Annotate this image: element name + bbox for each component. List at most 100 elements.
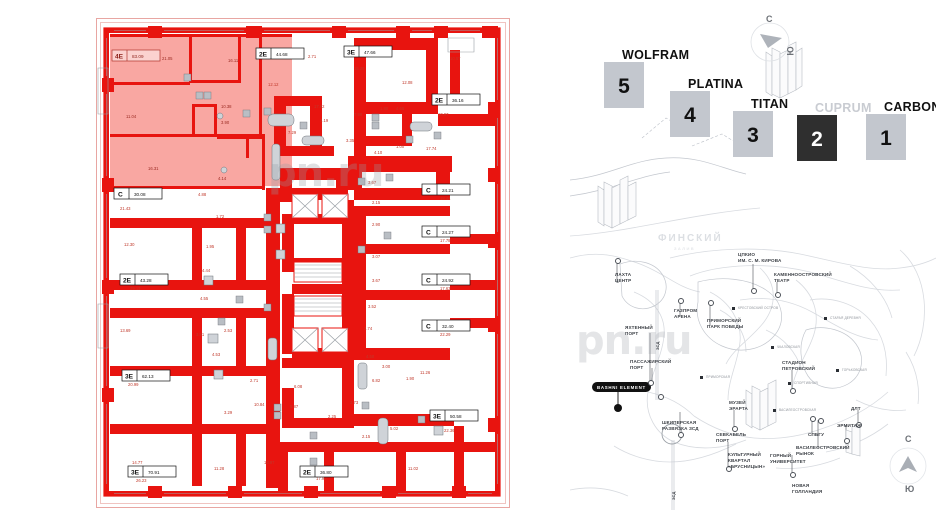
svg-text:3.29: 3.29 (224, 410, 233, 415)
poi-dot (708, 300, 714, 306)
svg-text:10.97: 10.97 (438, 112, 449, 117)
masterplan-compass: С Ю (748, 14, 796, 66)
project-marker-leader (617, 392, 619, 406)
svg-text:11.26: 11.26 (420, 370, 431, 375)
poi-dot (678, 432, 684, 438)
svg-text:3E: 3E (347, 50, 356, 57)
svg-text:7.29: 7.29 (288, 130, 297, 135)
block-tile (604, 62, 644, 108)
svg-text:32.40: 32.40 (442, 324, 454, 329)
block-tile (866, 114, 906, 160)
svg-text:4.65: 4.65 (396, 106, 405, 111)
poi-label-erarta-museum: МУЗЕЙ ЭРАРТА (729, 400, 748, 412)
svg-text:24.27: 24.27 (442, 230, 454, 235)
metro-marker (773, 409, 776, 412)
block-number: 5 (618, 75, 630, 98)
svg-text:6.08: 6.08 (294, 384, 303, 389)
map-compass: С Ю (886, 434, 930, 494)
location-map-pane: .ln{fill:none;stroke:#d8dbe0;stroke-widt… (570, 0, 936, 527)
svg-text:3.90: 3.90 (221, 120, 230, 125)
poi-label-passenger-port: ПАССАЖИРСКИЙ ПОРТ (630, 359, 672, 371)
svg-text:6.82: 6.82 (372, 378, 381, 383)
block-number: 2 (811, 128, 823, 151)
poi-dot (615, 258, 621, 264)
svg-text:22.36: 22.36 (444, 428, 455, 433)
poi-dot (810, 416, 816, 422)
svg-text:17.63: 17.63 (440, 286, 451, 291)
svg-text:3.67: 3.67 (368, 180, 377, 185)
svg-text:50.58: 50.58 (450, 414, 462, 419)
map-drawing: .ln{fill:none;stroke:#d8dbe0;stroke-widt… (570, 41, 936, 510)
poi-label-yacht-port: ЯХТЕННЫЙ ПОРТ (625, 325, 653, 337)
floor-plan-drawing: .w{fill:#e8140f} .hl{fill:#f9a7a2} .rm{f… (97, 26, 501, 498)
svg-text:3E: 3E (125, 374, 134, 381)
svg-text:5.87: 5.87 (290, 404, 299, 409)
svg-text:16.31: 16.31 (148, 166, 159, 171)
metro-label: СТАРАЯ ДЕРЕВНЯ (830, 316, 861, 320)
poi-dot (658, 394, 664, 400)
block-name: CUPRUM (815, 101, 872, 115)
poi-label-new-holland: НОВАЯ ГОЛЛАНДИЯ (792, 483, 823, 495)
project-marker-pin[interactable] (614, 404, 622, 412)
svg-text:44.68: 44.68 (276, 52, 288, 57)
svg-text:17.82: 17.82 (314, 104, 325, 109)
block-tile (797, 115, 837, 161)
svg-text:12.08: 12.08 (402, 80, 413, 85)
svg-text:14.77: 14.77 (132, 460, 143, 465)
svg-text:70.91: 70.91 (148, 470, 160, 475)
svg-text:13.69: 13.69 (120, 328, 131, 333)
poi-label-sevkabel-port: СЕВКАБЕЛЬ ПОРТ (716, 432, 747, 444)
block-name: CARBON (884, 100, 936, 114)
svg-text:2E: 2E (435, 98, 444, 105)
svg-text:4.88: 4.88 (198, 192, 207, 197)
svg-text:13.97: 13.97 (264, 460, 275, 465)
water-label-sub: ЗАЛИВ (674, 246, 696, 251)
svg-text:C: C (426, 278, 431, 285)
poi-dot (856, 422, 862, 428)
project-marker-tag[interactable]: BASHNI ELEMENT (592, 382, 651, 392)
svg-text:2.15: 2.15 (372, 200, 381, 205)
svg-text:2E: 2E (123, 278, 132, 285)
svg-text:36.16: 36.16 (452, 98, 464, 103)
block-name: PLATINA (688, 77, 744, 91)
compass-north-label: С (905, 434, 912, 444)
svg-text:36.80: 36.80 (320, 470, 332, 475)
poi-label-petrovsky-stadium: СТАДИОН ПЕТРОВСКИЙ (782, 360, 816, 372)
compass-north-label: С (766, 14, 773, 24)
svg-text:2.73: 2.73 (350, 400, 359, 405)
svg-text:47.66: 47.66 (364, 50, 376, 55)
poi-dot (726, 466, 732, 472)
svg-text:16.11: 16.11 (228, 58, 239, 63)
svg-text:21.05: 21.05 (162, 56, 173, 61)
metro-marker (732, 307, 735, 310)
svg-text:20.99: 20.99 (128, 382, 139, 387)
svg-text:C: C (426, 324, 431, 331)
floor-plan-pane: .w{fill:#e8140f} .hl{fill:#f9a7a2} .rm{f… (96, 18, 510, 508)
svg-text:2E: 2E (259, 52, 268, 59)
svg-text:1.72: 1.72 (216, 214, 225, 219)
metro-label: ЧКАЛОВСКАЯ (777, 345, 800, 349)
svg-text:22.29: 22.29 (440, 332, 451, 337)
svg-text:3.07: 3.07 (372, 254, 381, 259)
poi-label-gazprom-arena: ГАЗПРОМ АРЕНА (674, 308, 698, 320)
metro-label: ПРИМОРСКАЯ (706, 375, 731, 379)
svg-text:2.15: 2.15 (362, 434, 371, 439)
poi-dot (790, 388, 796, 394)
svg-text:17.74: 17.74 (426, 146, 437, 151)
poi-label-mining-university: ГОРНЫЙ УНИВЕРСИТЕТ (770, 453, 806, 465)
svg-text:2.19: 2.19 (320, 118, 329, 123)
poi-label-hermitage: ЭРМИТАЖ (837, 423, 862, 428)
svg-text:2E: 2E (303, 470, 312, 477)
metro-label: ВАСИЛЕОСТРОВСКАЯ (779, 408, 817, 412)
svg-text:7.90: 7.90 (354, 112, 363, 117)
svg-text:18.44: 18.44 (440, 196, 451, 201)
svg-text:17.78: 17.78 (440, 238, 451, 243)
svg-text:83.09: 83.09 (132, 54, 144, 59)
block-name: TITAN (751, 97, 789, 111)
svg-text:11.04: 11.04 (126, 114, 137, 119)
road-label-zsd-south: ЗСД (671, 491, 676, 500)
poi-dot (818, 418, 824, 424)
svg-text:15.26: 15.26 (354, 66, 365, 71)
svg-text:4E: 4E (115, 54, 124, 61)
metro-marker (771, 346, 774, 349)
